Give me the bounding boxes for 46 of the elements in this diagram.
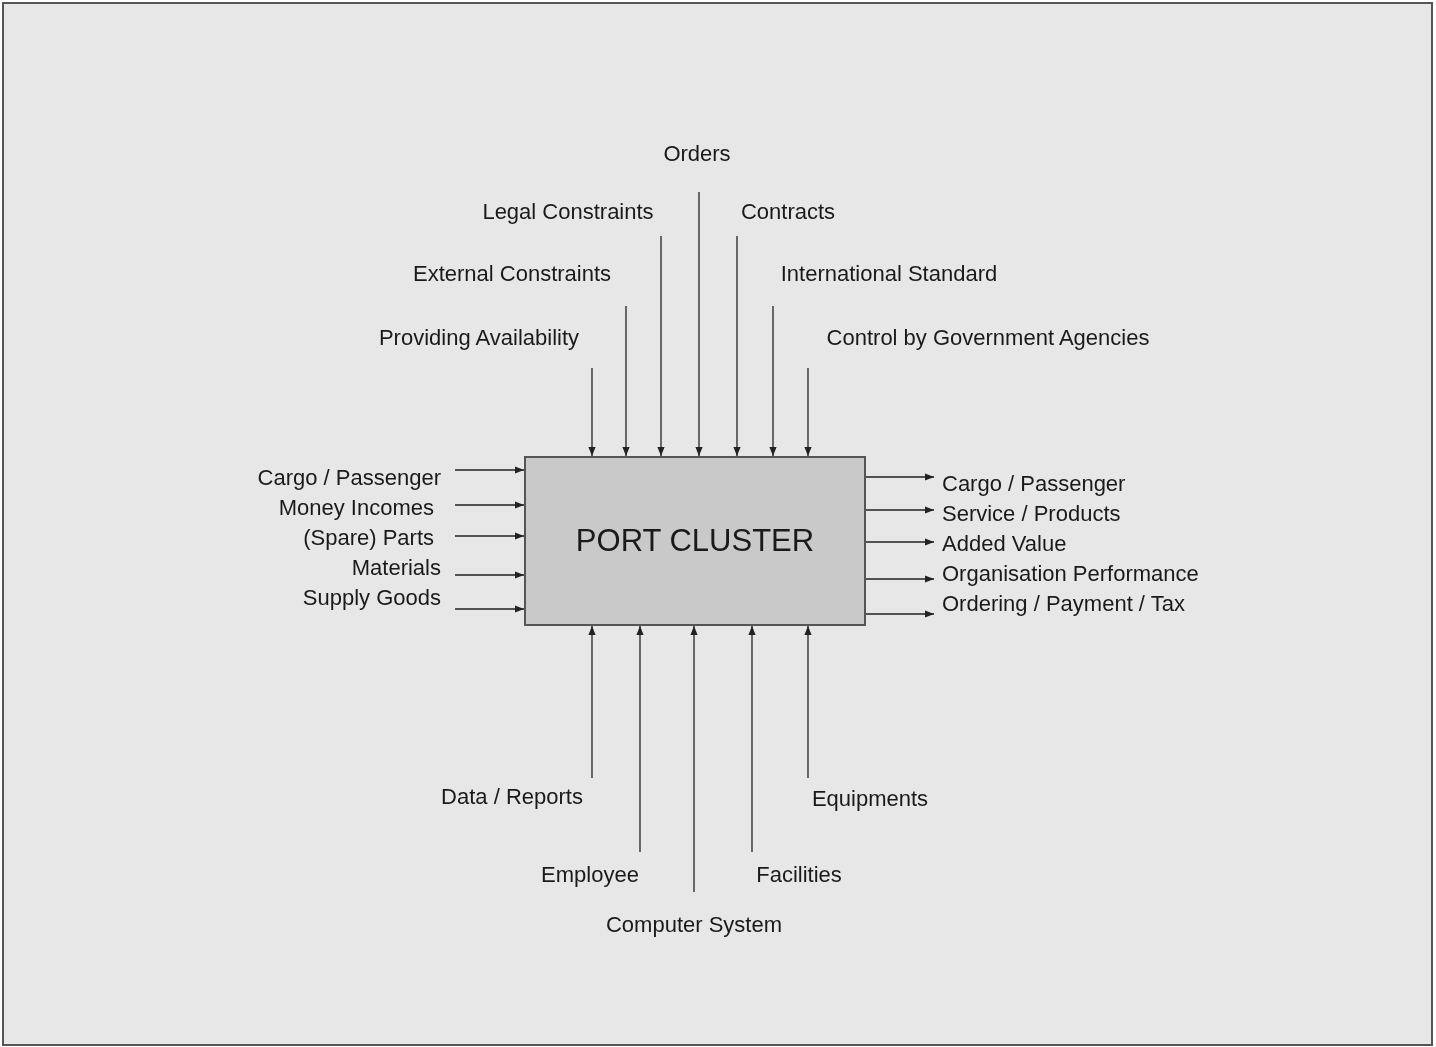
arrow (454, 571, 525, 579)
control-label: Control by Government Agencies (826, 325, 1150, 351)
arrow (690, 625, 698, 893)
mechanism-label: Facilities (756, 862, 842, 888)
mechanism-label: Employee (541, 862, 639, 888)
arrow (769, 305, 777, 457)
arrow (804, 367, 812, 457)
input-label: Supply Goods (302, 585, 441, 611)
process-box (524, 456, 866, 626)
output-label: Organisation Performance (942, 561, 1199, 587)
arrow (695, 191, 703, 457)
arrow (454, 501, 525, 509)
arrow (865, 473, 935, 481)
input-label: Money Incomes (278, 495, 434, 521)
mechanism-label: Equipments (811, 786, 929, 812)
control-label: Contracts (740, 199, 836, 225)
mechanism-label: Data / Reports (441, 784, 583, 810)
arrow (865, 506, 935, 514)
output-label: Ordering / Payment / Tax (942, 591, 1185, 617)
arrow (454, 605, 525, 613)
input-label: Cargo / Passenger (257, 465, 441, 491)
control-label: Legal Constraints (482, 199, 654, 225)
mechanism-label: Computer System (605, 912, 783, 938)
arrow (588, 625, 596, 779)
arrow (804, 625, 812, 779)
output-label: Added Value (942, 531, 1067, 557)
arrow (865, 538, 935, 546)
output-label: Service / Products (942, 501, 1121, 527)
control-label: External Constraints (412, 261, 612, 287)
input-label: Materials (351, 555, 441, 581)
arrow (733, 235, 741, 457)
input-label: (Spare) Parts (303, 525, 434, 551)
arrow (454, 466, 525, 474)
arrow (454, 532, 525, 540)
control-label: Providing Availability (378, 325, 580, 351)
control-label: Orders (663, 141, 731, 167)
arrow (865, 610, 935, 618)
arrow (622, 305, 630, 457)
process-title: PORT CLUSTER (575, 523, 815, 559)
output-label: Cargo / Passenger (942, 471, 1126, 497)
arrow (657, 235, 665, 457)
arrow (636, 625, 644, 853)
arrow (865, 575, 935, 583)
arrow (748, 625, 756, 853)
arrow (588, 367, 596, 457)
control-label: International Standard (780, 261, 998, 287)
